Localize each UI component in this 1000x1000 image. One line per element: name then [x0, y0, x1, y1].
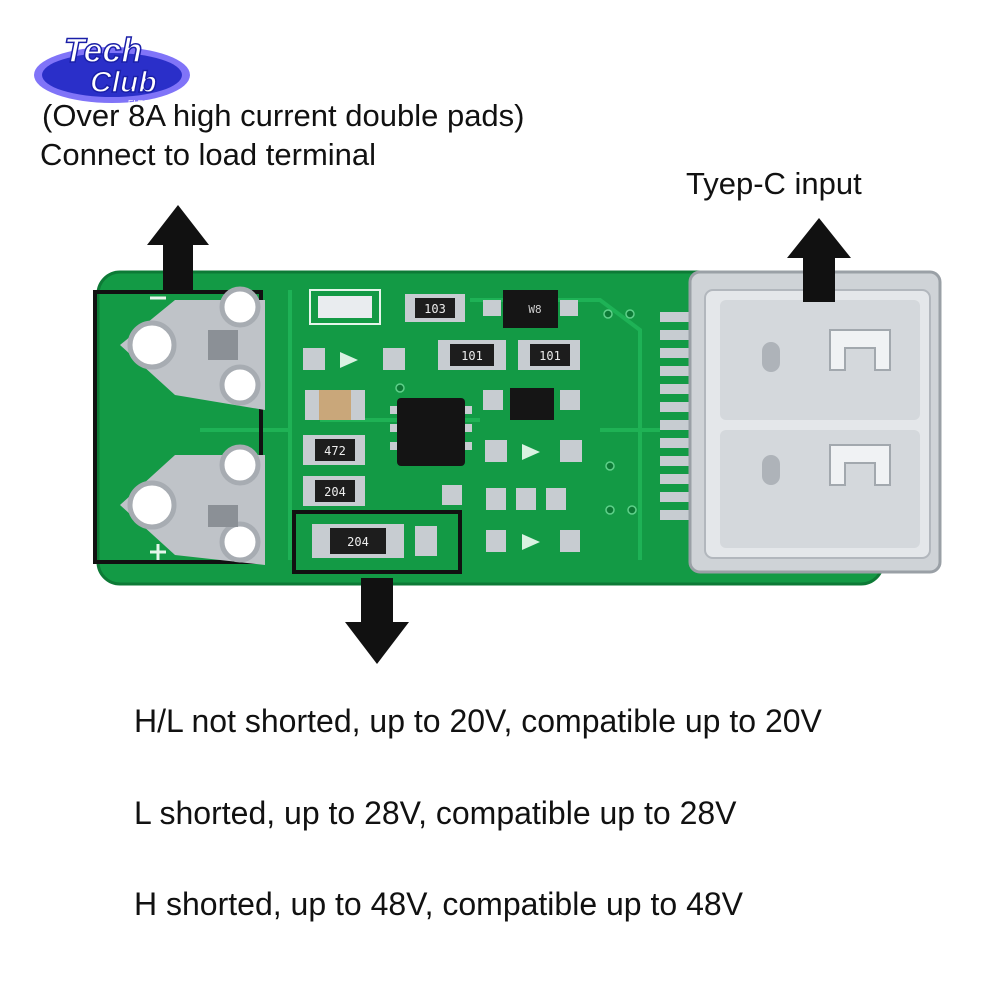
resistor-101-b: 101	[518, 340, 580, 370]
pads-note-label: (Over 8A high current double pads)	[42, 98, 525, 133]
svg-text:204: 204	[324, 485, 346, 499]
logo-ellipse-inner	[42, 53, 182, 97]
transistor	[483, 388, 580, 420]
resistor-101-a: 101	[438, 340, 506, 370]
led	[318, 296, 372, 318]
resistor-472: 472	[303, 435, 365, 465]
diode-top	[303, 348, 405, 370]
logo-tagline: ELECTRONICS	[128, 99, 185, 108]
diode-mid	[485, 440, 582, 462]
svg-text:101: 101	[461, 349, 483, 363]
arrow-down-jumper	[345, 578, 409, 664]
load-terminal-label: Connect to load terminal	[40, 137, 377, 172]
arrow-up-load	[147, 205, 209, 292]
ic-w8: W8	[483, 290, 578, 328]
svg-text:101: 101	[539, 349, 561, 363]
usb-type-c-connector	[660, 270, 942, 574]
spec-line-1: H/L not shorted, up to 20V, compatible u…	[134, 703, 822, 739]
techclub-logo: Tech Club ELECTRONICS	[34, 31, 190, 108]
hl-jumper-highlight-box	[292, 510, 462, 574]
svg-text:W8: W8	[528, 303, 541, 316]
spec-line-3: H shorted, up to 48V, compatible up to 4…	[134, 886, 743, 922]
arrow-up-typec	[787, 218, 851, 302]
svg-text:204: 204	[347, 535, 369, 549]
logo-text-tech: Tech	[64, 32, 142, 70]
high-current-pad-bottom	[120, 444, 265, 565]
svg-text:103: 103	[424, 302, 446, 316]
controller-ic	[397, 398, 465, 466]
resistor-103: 103	[405, 294, 465, 322]
high-current-pad-top	[120, 286, 265, 410]
logo-text-club: Club	[90, 66, 157, 99]
svg-text:472: 472	[324, 444, 346, 458]
resistor-204-b: 204	[312, 524, 437, 558]
spec-line-2: L shorted, up to 28V, compatible up to 2…	[134, 795, 737, 831]
resistor-204-a: 204	[303, 476, 365, 506]
typec-input-label: Tyep-C input	[686, 166, 862, 201]
